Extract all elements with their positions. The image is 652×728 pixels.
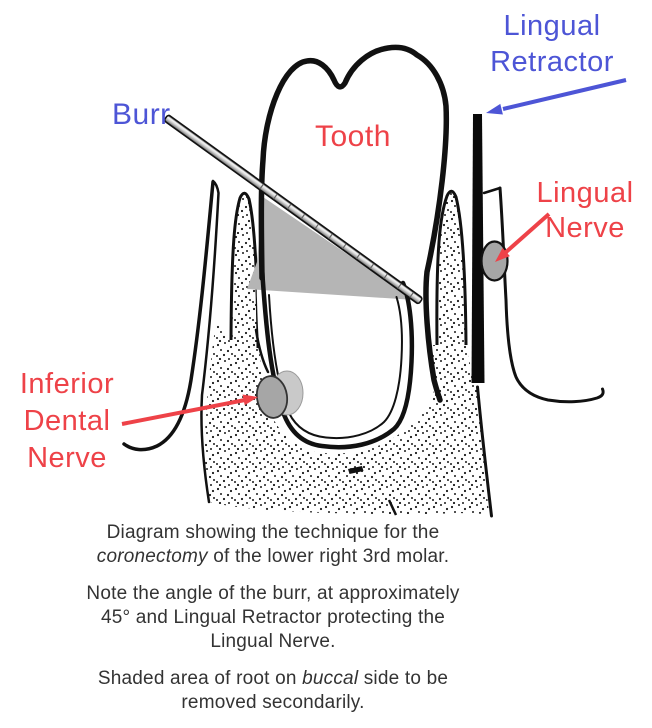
caption-line4: 45° and Lingual Retractor protecting the [100, 607, 446, 628]
lingual-retractor-arrow [486, 78, 627, 115]
caption-line7: removed secondarily. [181, 692, 365, 713]
lingual-pocket-top-line [482, 186, 502, 195]
tooth-crown-outline [258, 44, 450, 403]
socket-left-line [254, 328, 270, 374]
lingual-nerve-arrow [495, 212, 551, 262]
inferior-dental-nerve-arrow [121, 394, 258, 426]
diagram-canvas [121, 44, 627, 518]
buccal-tissue-line [122, 180, 215, 452]
caption-line3: Note the angle of the burr, at approxima… [86, 583, 460, 604]
caption-line6-post: side to be [358, 668, 449, 689]
tooth-label: Tooth [315, 120, 391, 153]
caption-paragraph-1: Diagram showing the technique for the cor… [0, 521, 546, 569]
lingual-nerve-label: Lingual Nerve [536, 177, 634, 244]
caption-line1: Diagram showing the technique for the [106, 522, 440, 543]
shaded-root-area [247, 197, 415, 300]
lingual-retractor-label: Lingual Retractor [490, 10, 614, 78]
lingual-retractor-bar [471, 114, 485, 383]
caption-line6-pre: Shaded area of root on [97, 668, 303, 689]
figure-caption: Diagram showing the technique for the cor… [0, 521, 546, 728]
caption-paragraph-2: Note the angle of the burr, at approxima… [0, 582, 546, 654]
buccal-bone-edge-line [200, 179, 220, 504]
root-outline [259, 265, 415, 450]
caption-line2-italic: coronectomy [96, 546, 208, 567]
bone-edge-tick [387, 499, 398, 516]
caption-line2-rest: of the lower right 3rd molar. [207, 546, 450, 567]
burr-label: Burr [112, 98, 171, 131]
lingual-bone-ridge-outline [435, 189, 468, 346]
lingual-nerve-shape [480, 240, 509, 282]
lingual-bone-lower-edge [476, 385, 493, 518]
inferior-dental-nerve-shape [255, 375, 289, 419]
caption-line5: Lingual Nerve. [210, 631, 336, 652]
apex-dash [348, 466, 364, 474]
caption-paragraph-3: Shaded area of root on buccal side to be… [0, 667, 546, 715]
inferior-dental-nerve-label: Inferior Dental Nerve [19, 368, 115, 474]
caption-line6-italic: buccal [302, 668, 359, 689]
burr-shaft [164, 114, 423, 305]
